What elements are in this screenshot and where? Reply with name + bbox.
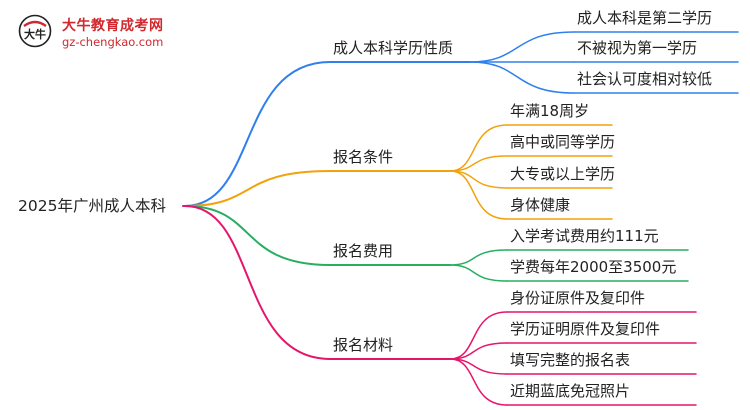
site-logo: 大牛 大牛教育成考网 gz-chengkao.com (8, 10, 208, 54)
leaf-connector (449, 155, 508, 172)
branch-connector (184, 205, 331, 266)
branch-label-materials: 报名材料 (333, 336, 394, 354)
leaf-nature-2: 不被视为第一学历 (577, 39, 698, 57)
leaf-conditions-4: 身体健康 (510, 196, 571, 214)
leaf-nature-1: 成人本科是第二学历 (577, 9, 713, 27)
leaf-connector (469, 61, 575, 94)
leaf-connector (449, 342, 508, 360)
leaf-connector (449, 170, 508, 189)
leaf-materials-4: 近期蓝底免冠照片 (510, 382, 631, 400)
branch-connector (184, 170, 331, 207)
leaf-materials-3: 填写完整的报名表 (510, 351, 631, 369)
branch-label-conditions: 报名条件 (333, 148, 394, 166)
leaf-fees-2: 学费每年2000至3500元 (510, 258, 677, 276)
leaf-nature-3: 社会认可度相对较低 (577, 70, 713, 88)
branch-label-fees: 报名费用 (333, 242, 394, 260)
leaf-connector (449, 124, 508, 172)
branch-connector (184, 61, 331, 207)
leaf-fees-1: 入学考试费用约111元 (510, 227, 659, 245)
logo-url: gz-chengkao.com (62, 35, 164, 49)
leaf-conditions-2: 高中或同等学历 (510, 133, 616, 151)
leaf-materials-1: 身份证原件及复印件 (510, 289, 646, 307)
leaf-connector (449, 264, 508, 282)
leaf-connector (449, 358, 508, 375)
leaf-connector (449, 358, 508, 406)
root-topic: 2025年广州成人本科 (18, 197, 166, 215)
logo-badge-icon: 大牛 (18, 14, 52, 48)
leaf-materials-2: 学历证明原件及复印件 (510, 320, 661, 338)
branch-label-nature: 成人本科学历性质 (333, 39, 454, 57)
leaf-connector (449, 170, 508, 220)
leaf-connector (449, 311, 508, 360)
leaf-connector (469, 31, 575, 63)
leaf-connector (449, 249, 508, 266)
leaf-conditions-3: 大专或以上学历 (510, 165, 616, 183)
branch-connector (184, 205, 331, 360)
logo-badge-text: 大牛 (24, 27, 46, 41)
leaf-conditions-1: 年满18周岁 (510, 102, 590, 120)
logo-name: 大牛教育成考网 (62, 18, 164, 34)
